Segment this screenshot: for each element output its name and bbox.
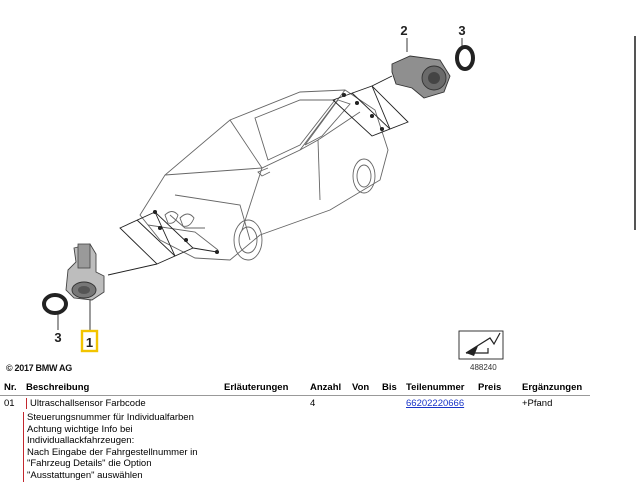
parts-table: Nr. Beschreibung Erläuterungen Anzahl Vo… [0,379,590,411]
rear-sensor-bracket [332,75,409,137]
callout-1[interactable]: 1 [86,335,93,350]
car-drawing [139,89,389,261]
note-line: "Fahrzeug Details" die Option [27,458,152,470]
cell-nr: 01 [4,398,15,409]
cell-von [348,396,378,412]
note-line: Nach Eingabe der Fahrgestellnummer in [27,446,198,458]
callout-1-highlight [80,329,99,353]
sensor-part-2-drawing [391,55,451,99]
note-line: Individuallackfahrzeugen: [27,435,135,447]
next-diagram-arrow-icon[interactable] [458,330,504,360]
front-sensor-bracket [107,209,220,276]
col-nr: Nr. [0,379,22,396]
cell-bis [378,396,402,412]
cell-anzahl: 4 [310,398,316,409]
col-anzahl: Anzahl [306,379,348,396]
table-header-row: Nr. Beschreibung Erläuterungen Anzahl Vo… [0,379,590,396]
callout-3-rear[interactable]: 3 [458,23,465,38]
callout-3-front[interactable]: 3 [54,330,61,345]
note-line: "Ausstattungen" auswählen [27,469,143,481]
part-number-link[interactable]: 66202220666 [406,398,465,409]
sensor-part-1-drawing [65,243,105,301]
cell-ergaenzungen: +Pfand [522,398,553,409]
image-number: 488240 [470,363,497,372]
table-row[interactable]: 01 Ultraschallsensor Farbcode 4 66202220… [0,396,590,412]
ring-part-3-rear-drawing [455,45,475,71]
col-erlaeuterungen: Erläuterungen [220,379,306,396]
cell-beschreibung: Ultraschallsensor Farbcode [22,396,220,412]
cell-teilenummer: 66202220666 [402,396,474,412]
parts-diagram: 1 2 3 3 [42,23,504,360]
description-text: Ultraschallsensor Farbcode [26,398,146,409]
col-von: Von [348,379,378,396]
cell-erlaeuterungen [220,396,306,412]
col-preis: Preis [474,379,518,396]
callout-2[interactable]: 2 [400,23,407,38]
scrollbar[interactable] [634,36,636,230]
col-ergaenzungen: Ergänzungen [518,379,590,396]
col-beschreibung: Beschreibung [22,379,220,396]
col-teilenummer: Teilenummer [402,379,474,396]
note-line: Steuerungsnummer für Individualfarben [27,412,194,423]
note-line: Achtung wichtige Info bei [27,423,133,435]
copyright-text: © 2017 BMW AG [6,363,72,373]
description-note: Steuerungsnummer für Individualfarben Ac… [23,412,217,482]
ring-part-3-front-drawing [42,293,68,315]
col-bis: Bis [378,379,402,396]
cell-preis [474,396,518,412]
